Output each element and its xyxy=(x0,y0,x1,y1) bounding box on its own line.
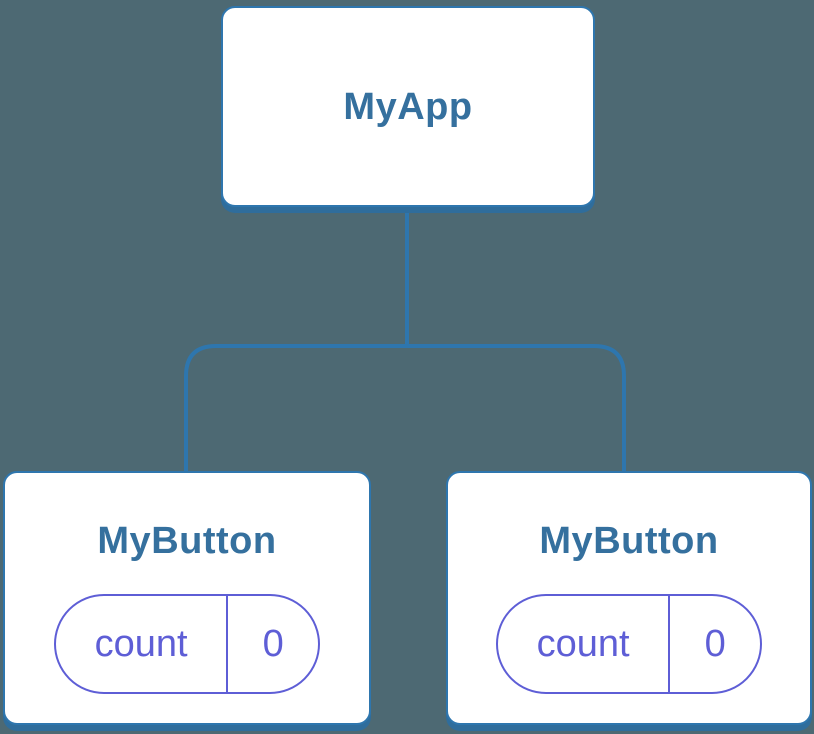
connector-bracket-line xyxy=(184,344,626,472)
child-node-label: MyButton xyxy=(539,520,719,562)
state-pill: count 0 xyxy=(54,594,320,694)
state-key-label: count xyxy=(94,622,188,665)
root-node-label: MyApp xyxy=(343,85,473,128)
state-pill: count 0 xyxy=(496,594,762,694)
child-node-mybutton-left: MyButton count 0 xyxy=(3,471,371,725)
state-value: 0 xyxy=(226,596,318,692)
state-value: 0 xyxy=(668,596,760,692)
state-key-label: count xyxy=(536,622,630,665)
child-node-label: MyButton xyxy=(97,520,277,562)
root-node-myapp: MyApp xyxy=(221,6,595,207)
child-node-mybutton-right: MyButton count 0 xyxy=(446,471,812,725)
